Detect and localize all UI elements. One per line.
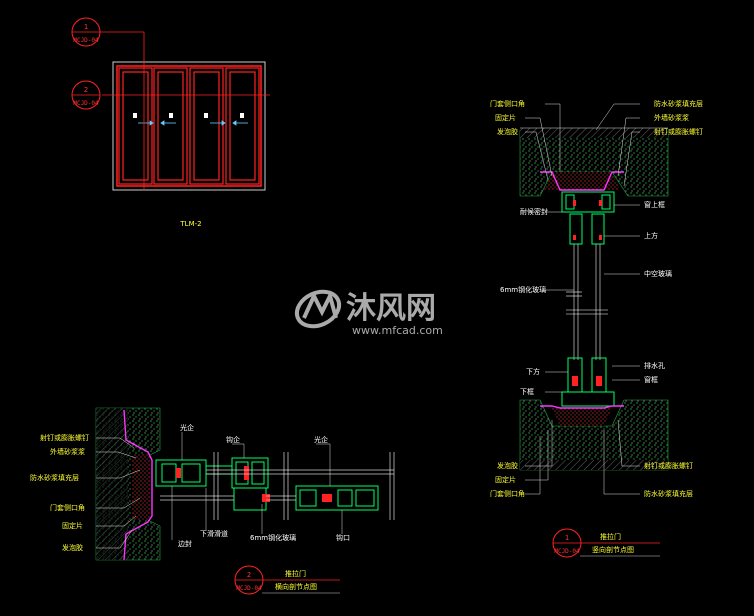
hs-title-line1: 推拉门 [285, 569, 306, 578]
vs-label-right-top-1: 外墙砂浆浆 [654, 113, 689, 122]
vs-label-mid-7: 排水孔 [644, 361, 665, 370]
vs-label-left-top-2: 发泡胶 [497, 127, 518, 136]
elevation-handles [133, 113, 244, 118]
vs-title-block: 1 MCJD-04 推拉门 竖向剖节点图 [552, 528, 660, 558]
watermark-cn: 沐风网 [346, 291, 436, 326]
hs-label-left-2: 防水砂浆填充层 [30, 473, 79, 482]
elevation-label: TLM-2 [179, 220, 201, 228]
hs-label-left-3: 门套侧口角 [50, 503, 85, 512]
bottom-foam [552, 408, 612, 426]
vs-label-left-top-1: 固定片 [495, 113, 516, 122]
hs-label-left-5: 发泡胶 [62, 543, 83, 552]
vertical-section: 门套侧口角 固定片 发泡胶 防水砂浆填充层 外墙砂浆浆 射钉或膨胀螺钉 耐候密封… [490, 99, 703, 558]
vs-label-mid-5: 下方 [526, 367, 540, 376]
door-elevation: TLM-2 [102, 32, 270, 228]
elevation-panels [118, 67, 260, 185]
hs-label-bottom-1: 下滑滑道 [200, 529, 228, 538]
top-wall-plaster [520, 128, 668, 138]
vs-label-mid-8: 窗框 [644, 375, 658, 384]
watermark-en: www.mfcad.com [352, 324, 443, 337]
callout-2-num: 2 [84, 86, 88, 94]
top-foam [544, 172, 620, 190]
vs-label-mid-6: 下框 [520, 387, 534, 396]
hs-foam [132, 454, 150, 520]
vs-title-num: 1 [565, 534, 569, 542]
vs-label-left-top-0: 门套侧口角 [490, 99, 525, 108]
callout-2-ref: MCJD-04 [73, 100, 99, 107]
hs-title-ref: MCJD-04 [236, 585, 262, 592]
vs-label-right-bottom-1: 防水砂浆填充层 [644, 489, 693, 498]
vs-label-right-bottom-0: 射钉或膨胀螺钉 [644, 461, 693, 470]
vs-label-right-top-0: 防水砂浆填充层 [654, 99, 703, 108]
bottom-frame-profile [561, 357, 615, 407]
hs-label-bottom-0: 边封 [178, 539, 192, 548]
vs-label-mid-2: 上方 [644, 231, 658, 240]
hs-title-line2: 横向剖节点图 [275, 582, 317, 591]
elevation-inner-frame [116, 65, 262, 187]
hs-label-bottom-3: 钩口 [336, 533, 350, 542]
watermark-logo-icon [294, 289, 342, 329]
vs-title-line1: 推拉门 [600, 532, 621, 541]
vs-label-right-top-2: 射钉或膨胀螺钉 [654, 127, 703, 136]
hs-wall-plaster [96, 408, 128, 560]
hs-label-top-0: 光企 [180, 423, 194, 432]
vs-label-mid-3: 中空玻璃 [644, 269, 672, 278]
vs-title-line2: 竖向剖节点图 [592, 545, 634, 554]
bottom-waterproof-line [540, 405, 624, 409]
vs-title-ref: MCJD-04 [554, 548, 580, 555]
vs-label-mid-1: 窗上框 [644, 200, 665, 209]
callout-1-num: 1 [84, 23, 88, 31]
callout-2: 2 MCJD-04 [71, 80, 101, 110]
hs-label-bottom-2: 6mm钢化玻璃 [250, 533, 296, 542]
elevation-slide-arrows [138, 120, 248, 126]
hs-label-top-2: 光企 [314, 435, 328, 444]
horizontal-section: 射钉或膨胀螺钉 外墙砂浆浆 防水砂浆填充层 门套侧口角 固定片 发泡胶 光企 钩… [30, 407, 395, 595]
bottom-wall-plaster [520, 460, 668, 470]
hs-label-left-4: 固定片 [62, 521, 83, 530]
vs-label-left-bottom-1: 固定片 [495, 475, 516, 484]
hs-label-top-1: 钩企 [226, 435, 240, 444]
hs-label-left-1: 外墙砂浆浆 [50, 447, 85, 456]
vs-label-mid-0: 耐候密封 [520, 207, 548, 216]
watermark: 沐风网 www.mfcad.com [294, 289, 443, 337]
top-waterproof-line [540, 171, 624, 191]
hs-title-num: 2 [247, 571, 251, 579]
vs-label-left-bottom-0: 发泡胶 [497, 461, 518, 470]
hs-waterproof-line [123, 409, 153, 561]
hs-glass [160, 469, 394, 501]
glass-panes [573, 244, 601, 360]
callout-1-ref: MCJD-04 [73, 37, 99, 44]
hs-title-block: 2 MCJD-04 推拉门 横向剖节点图 [234, 565, 340, 595]
hs-label-left-0: 射钉或膨胀螺钉 [40, 433, 89, 442]
vs-label-left-bottom-2: 门套侧口角 [490, 489, 525, 498]
hs-frame-profiles [155, 457, 379, 511]
vs-label-mid-4: 6mm钢化玻璃 [500, 285, 546, 294]
callout-1: 1 MCJD-04 [71, 17, 144, 47]
elevation-outer-frame [112, 61, 266, 191]
